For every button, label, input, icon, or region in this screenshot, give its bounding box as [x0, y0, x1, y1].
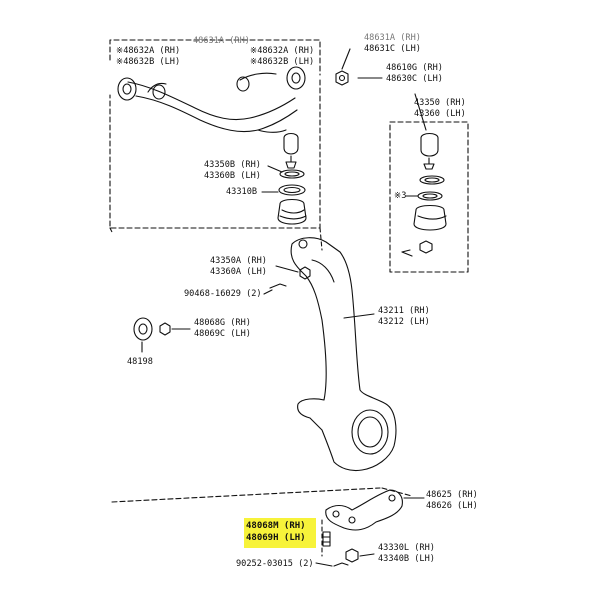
- label-43360A: 43360A (LH): [210, 267, 267, 277]
- steering-knuckle: [290, 237, 397, 472]
- label-48625: 48625 (RH): [426, 490, 478, 500]
- label-48198: 48198: [127, 357, 153, 367]
- bushing-right: [286, 66, 306, 90]
- label-48631A-header: 48631A (RH): [193, 36, 250, 46]
- label-43360: 43360 (LH): [414, 109, 466, 119]
- label-43350B: 43350B (RH): [204, 160, 261, 170]
- label-48632B-right: ※48632B (LH): [250, 57, 315, 67]
- boot-upper: [277, 198, 307, 225]
- nut-43330L: [345, 548, 359, 563]
- label-48069H: 48069H (LH): [246, 533, 306, 543]
- label-43330L: 43330L (RH): [378, 543, 435, 553]
- hub-bore: [351, 409, 389, 455]
- label-48610G: 48610G (RH): [386, 63, 443, 73]
- label-43350A: 43350A (RH): [210, 256, 267, 266]
- label-48632A-right: ※48632A (RH): [250, 46, 315, 56]
- label-48631A-right-header: 48631A (RH): [364, 33, 421, 43]
- label-43212: 43212 (LH): [378, 317, 430, 327]
- ball-joint-upper: [283, 132, 299, 155]
- label-43340B: 43340B (LH): [378, 554, 435, 564]
- label-mark3: ※3: [394, 191, 407, 201]
- highlight-48068M-48069H: [244, 518, 316, 548]
- ball-joint-kit-box: [389, 121, 469, 273]
- steering-arm: [325, 489, 403, 531]
- label-48068G: 48068G (RH): [194, 318, 251, 328]
- ring-43350B: [279, 169, 305, 179]
- label-43350: 43350 (RH): [414, 98, 466, 108]
- bushing-left: [117, 77, 137, 101]
- upper-arm-box: [109, 39, 321, 76]
- label-90468: 90468-16029 (2): [184, 289, 262, 299]
- bolt-48068M: [322, 531, 331, 547]
- label-43310B: 43310B: [226, 187, 258, 197]
- label-43211: 43211 (RH): [378, 306, 430, 316]
- ring-43310B: [278, 184, 306, 196]
- upper-control-arm: [127, 81, 296, 121]
- label-43360B: 43360B (LH): [204, 171, 261, 181]
- label-48632B-left: ※48632B (LH): [116, 57, 181, 67]
- label-48069C: 48069C (LH): [194, 329, 251, 339]
- nut-48631C: [335, 70, 349, 86]
- label-48630C: 48630C (LH): [386, 74, 443, 84]
- cushion-48198: [133, 317, 153, 341]
- label-48068M: 48068M (RH): [246, 521, 306, 531]
- label-48626: 48626 (LH): [426, 501, 478, 511]
- label-48632A-left: ※48632A (RH): [116, 46, 181, 56]
- label-90252: 90252-03015 (2): [236, 559, 314, 569]
- label-48631C: 48631C (LH): [364, 44, 421, 54]
